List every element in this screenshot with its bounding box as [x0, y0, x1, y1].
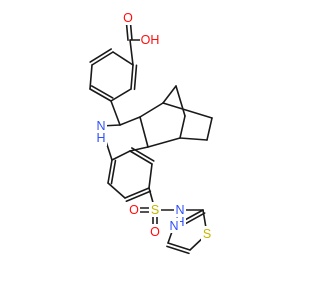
ring-a-4 — [89, 88, 112, 102]
ring-c-1 — [111, 150, 131, 161]
ring-a-4d — [90, 85, 114, 99]
bond-network — [89, 17, 213, 255]
bond-ch-a7 — [119, 116, 141, 126]
bond-acid-ring — [129, 39, 134, 66]
ring-c-5 — [148, 163, 153, 189]
ring-c-6d — [130, 147, 155, 162]
thiazole-3d — [166, 245, 190, 255]
sulfonyl-sulfur-label: S — [151, 203, 159, 217]
sulfonyl-oxygen-left-label: O — [129, 203, 139, 217]
thiazole-sulfur-background — [201, 226, 213, 241]
bond-r5-r2 — [179, 115, 186, 139]
ring-a-6 — [130, 64, 134, 90]
chemical-structure: OOHNHSOONHNS — [89, 10, 213, 255]
amine-nh: NH — [95, 118, 107, 146]
sulfonyl-sulfur-background — [149, 202, 161, 217]
sulfonyl-oxygen-bottom-label: O — [150, 225, 160, 239]
bond-a7-a9 — [139, 116, 149, 148]
hydroxyl-group-label: OH — [141, 33, 160, 47]
amine-nh-label: H — [96, 131, 105, 145]
ring-c-2 — [107, 159, 113, 184]
ring-a-2d — [89, 48, 112, 63]
hydroxyl-group-background — [140, 32, 160, 47]
ring-c-2d — [110, 159, 117, 185]
ring-c-3 — [107, 182, 126, 199]
bond-r1-r3 — [162, 102, 213, 119]
bond-a9-l1 — [129, 146, 149, 152]
ring-c-6 — [129, 150, 153, 165]
bond-r4-r5 — [179, 137, 208, 141]
sulfonyl-oxygen-bottom-background — [149, 224, 161, 239]
carbonyl-oxygen-background — [122, 10, 134, 25]
thiazole-sulfur: S — [201, 226, 213, 241]
thiazole-3 — [167, 242, 191, 251]
sulfonyl-sulfur: S — [149, 202, 161, 217]
thiazole-nitrogen-label: N — [169, 219, 178, 233]
bond-a9-r5 — [147, 137, 181, 148]
ring-a-2 — [91, 51, 114, 66]
ring-c-4d — [125, 190, 152, 203]
amine-nh-background — [95, 118, 107, 146]
bond-bridge-1 — [162, 85, 177, 104]
carbonyl-oxygen: O — [122, 10, 134, 25]
bond-a7-r1 — [139, 102, 164, 118]
sulfonamide-nh-label: N — [175, 203, 184, 217]
ring-a-6d — [133, 64, 138, 91]
ring-a-3 — [89, 64, 93, 90]
hydroxyl-group: OH — [140, 32, 160, 47]
thiazole-nitrogen: N — [168, 218, 180, 233]
sulfonyl-oxygen-left: O — [128, 202, 140, 217]
ring-c-4 — [124, 187, 150, 199]
sulfonyl-oxygen-left-background — [128, 202, 140, 217]
thiazole-nitrogen-background — [168, 218, 180, 233]
amine-nh-label: N — [96, 119, 105, 133]
sulfonyl-oxygen-bottom: O — [149, 224, 161, 239]
thiazole-sulfur-label: S — [203, 227, 211, 241]
bond-aryl-ch — [110, 100, 121, 126]
atom-labels: OOHNHSOONHNS — [95, 10, 213, 241]
ring-a-5 — [110, 88, 132, 102]
bond-bridge-2 — [175, 85, 186, 117]
bond-r3-r4 — [206, 117, 213, 141]
carbonyl-oxygen-label: O — [123, 11, 133, 25]
ring-a-1 — [112, 51, 134, 66]
